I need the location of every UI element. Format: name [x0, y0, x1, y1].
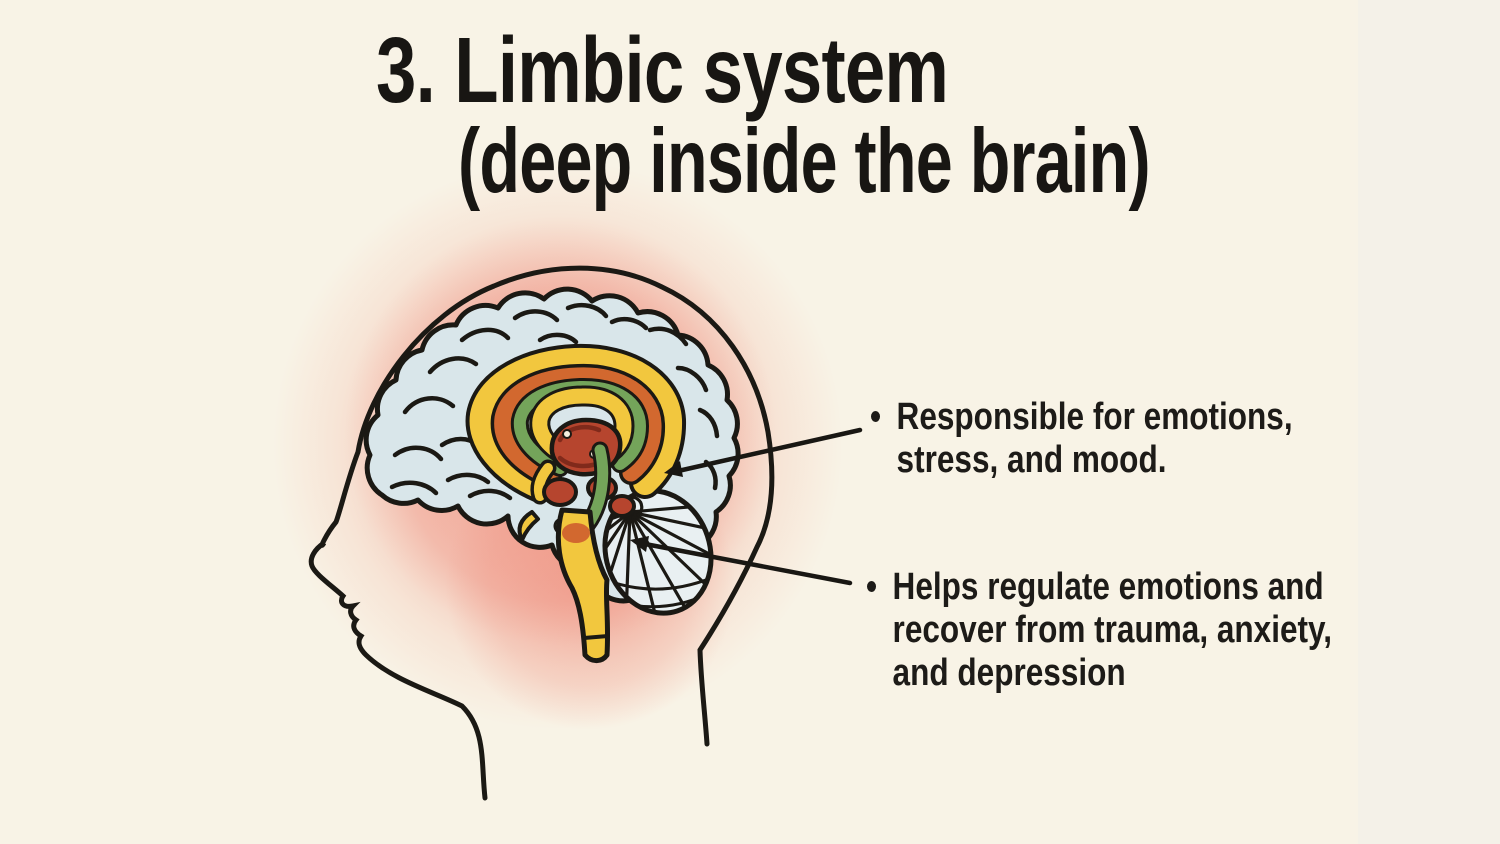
bullet-dot: • — [870, 396, 882, 438]
pointer-line-1 — [664, 427, 863, 477]
page-title: 3. Limbic system — [376, 18, 949, 122]
paper-edge-strip — [1358, 0, 1500, 844]
pointer-lines — [630, 427, 863, 586]
pointer-line-2 — [630, 536, 853, 586]
bullet-helps-regulate: • Helps regulate emotions and recover fr… — [866, 566, 1332, 695]
gyri-lines — [389, 303, 720, 535]
bullet-text: Responsible for emotions, stress, and mo… — [896, 396, 1293, 481]
bullet-dot: • — [866, 566, 878, 608]
arrowhead-1 — [664, 461, 683, 477]
cerebellum — [589, 488, 727, 628]
head-profile-outline — [308, 265, 775, 801]
arrowhead-2 — [630, 536, 649, 552]
brainstem — [517, 507, 611, 664]
bullet-responsible: • Responsible for emotions, stress, and … — [870, 396, 1293, 482]
pituitary-crescent — [517, 510, 540, 542]
pons-orange-patch — [562, 523, 590, 543]
page-subtitle: (deep inside the brain) — [458, 111, 1151, 212]
bullet-text: Helps regulate emotions and recover from… — [892, 566, 1332, 694]
